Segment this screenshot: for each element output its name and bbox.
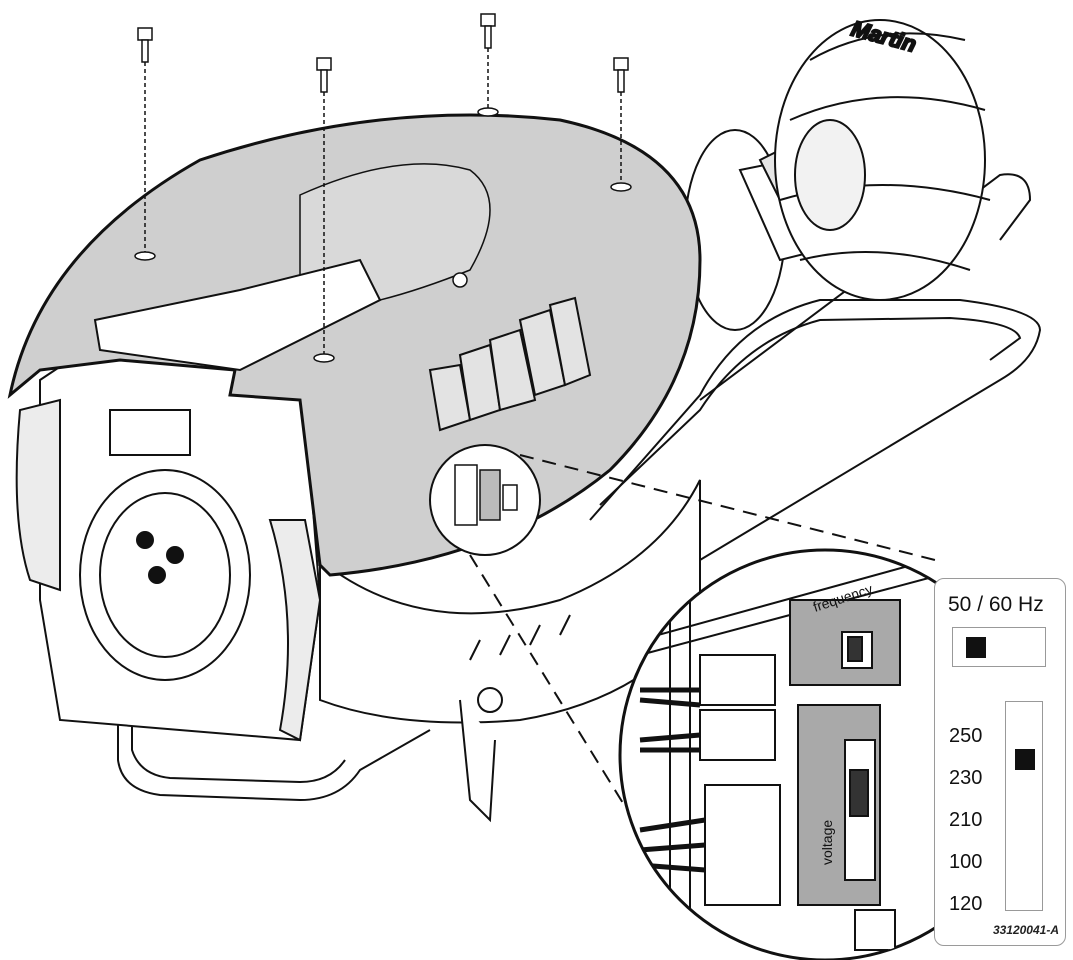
voltage-value: 210 xyxy=(949,809,983,831)
voltage-label: voltage xyxy=(819,820,835,865)
switch-location-circle xyxy=(429,444,541,556)
screw-2 xyxy=(313,57,335,363)
frequency-setting-knob xyxy=(966,637,986,658)
base-frame xyxy=(117,173,1042,802)
zoom-leaders xyxy=(469,454,936,856)
voltage-setting-knob xyxy=(1015,749,1035,770)
voltage-value: 120 xyxy=(949,893,983,915)
screw-3 xyxy=(477,13,499,117)
frequency-setting-title: 50 / 60 Hz xyxy=(948,593,1044,616)
frequency-setting-switch xyxy=(952,627,1046,667)
zoom-inset: frequency voltage xyxy=(618,548,1032,960)
switch-settings-legend: 50 / 60 Hz 250 230 210 100 120 33120041-… xyxy=(934,578,1066,946)
screw-4 xyxy=(610,57,632,192)
screws xyxy=(134,13,632,363)
top-cover xyxy=(7,113,702,577)
part-number: 33120041-A xyxy=(992,923,1059,937)
voltage-value: 250 xyxy=(949,725,983,747)
screw-1 xyxy=(134,27,156,261)
head-assembly: Martin xyxy=(684,15,991,331)
lower-shell xyxy=(319,479,701,823)
front-housing xyxy=(15,338,322,742)
voltage-value: 100 xyxy=(949,851,983,873)
voltage-values: 250 230 210 100 120 xyxy=(949,715,982,925)
voltage-value: 230 xyxy=(949,767,983,789)
cover-vents xyxy=(428,296,592,432)
voltage-setting-switch xyxy=(1005,701,1043,911)
